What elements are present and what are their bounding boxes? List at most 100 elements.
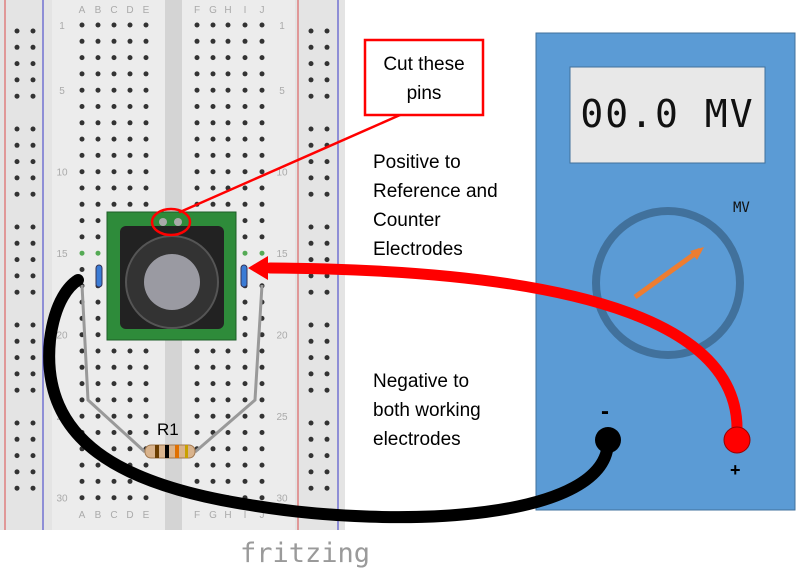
breadboard-hole [95,250,101,256]
rail-hole [30,28,36,34]
breadboard-hole [242,462,248,468]
breadboard-hole [143,152,149,158]
rail-hole [324,224,330,230]
breadboard-hole [127,446,133,452]
rail-hole [30,126,36,132]
rail-hole [14,257,20,263]
breadboard-hole [79,348,85,354]
breadboard-hole [259,364,265,370]
breadboard-hole [79,71,85,77]
breadboard-hole [95,152,101,158]
breadboard-hole [194,478,200,484]
breadboard-hole [143,348,149,354]
rail-hole [14,142,20,148]
rail-hole [308,240,314,246]
breadboard-hole [95,87,101,93]
breadboard-hole [95,120,101,126]
rail-hole [324,420,330,426]
rail-hole [308,28,314,34]
breadboard-hole [242,413,248,419]
breadboard-hole [242,446,248,452]
column-label: H [224,5,231,16]
breadboard-hole [143,22,149,28]
column-label: D [126,5,133,16]
rail-hole [14,469,20,475]
rail-hole [14,322,20,328]
rail-hole [14,338,20,344]
breadboard-hole [143,104,149,109]
breadboard-hole [242,71,248,77]
rail-hole [308,371,314,377]
breadboard-hole [210,71,216,77]
breadboard-hole [210,152,216,158]
breadboard-hole [259,381,265,387]
rail-hole [14,420,20,426]
breadboard-hole [194,38,200,44]
rail-hole [30,142,36,148]
breadboard-hole [111,348,117,354]
rail-hole [14,453,20,459]
breadboard-hole [127,71,133,77]
breadboard-hole [143,430,149,435]
breadboard-hole [127,478,133,484]
column-label: I [244,5,247,16]
breadboard-hole [111,478,117,484]
rail-hole [308,257,314,263]
breadboard-hole [194,136,200,142]
multimeter [535,32,796,511]
breadboard-hole [210,381,216,387]
breadboard-hole [79,152,85,158]
rail-hole [308,142,314,148]
breadboard-hole [143,87,149,93]
rail-hole [324,175,330,181]
column-label: J [260,5,265,16]
negative-symbol: - [601,398,609,425]
rail-hole [308,159,314,165]
breadboard-hole [79,364,85,370]
breadboard-hole [210,413,216,419]
rail-hole [14,436,20,442]
rail-hole [14,28,20,34]
breadboard-hole [259,495,265,501]
breadboard-hole [143,201,149,207]
breadboard-hole [194,120,200,126]
meter-display: 00.0 MV [580,92,755,136]
breadboard-hole [210,478,216,484]
resistor-label: R1 [157,420,179,439]
breadboard-hole [194,169,200,175]
breadboard-hole [95,71,101,77]
breadboard-hole [242,136,248,142]
breadboard-hole [79,136,85,142]
breadboard-hole [259,55,265,61]
breadboard-hole [259,446,265,452]
breadboard-hole [225,169,231,175]
breadboard-hole [143,55,149,61]
rail-hole [324,77,330,83]
breadboard-hole [79,87,85,93]
breadboard-hole [225,446,231,452]
callout-box [363,38,485,117]
rail-hole [308,126,314,132]
column-label: H [224,510,231,521]
breadboard-hole [210,348,216,354]
breadboard-hole [210,136,216,142]
breadboard-hole [210,87,216,93]
row-number: 20 [56,331,68,342]
row-number: 10 [56,168,68,179]
breadboard-hole [194,87,200,93]
breadboard-hole [259,430,265,435]
breadboard-hole [79,234,85,240]
breadboard-hole [127,495,133,501]
breadboard-hole [79,413,85,419]
rail-hole [14,371,20,377]
rail-hole [308,420,314,426]
breadboard-hole [79,462,85,468]
column-label: J [260,510,265,521]
breadboard-hole [111,364,117,370]
positive-annotation: Positive to Reference and Counter Electr… [373,152,498,260]
breadboard-hole [143,462,149,468]
rail-hole [324,93,330,99]
row-number: 15 [56,249,68,260]
breadboard-hole [127,38,133,44]
breadboard-hole [225,381,231,387]
